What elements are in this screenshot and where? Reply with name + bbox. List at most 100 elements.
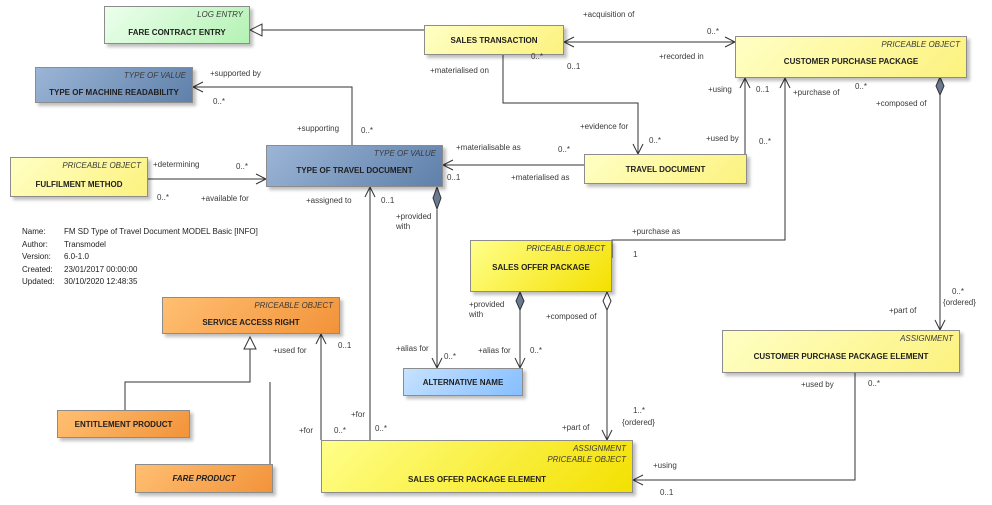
multiplicity-label: 0..* (236, 162, 249, 171)
arrowhead-cpp-up-1 (739, 76, 751, 89)
class-name: FARE CONTRACT ENTRY (128, 28, 226, 37)
role-label: +for (299, 426, 314, 435)
role-label: +composed of (546, 312, 597, 321)
role-label: +purchase of (793, 88, 840, 97)
role-label: +provided with (469, 300, 505, 319)
role-label: +recorded in (659, 52, 704, 61)
stereotype-label: TYPE OF VALUE (373, 149, 436, 158)
class-service-access-right[interactable]: PRICEABLE OBJECT SERVICE ACCESS RIGHT (162, 297, 340, 334)
class-alternative-name[interactable]: ALTERNATIVE NAME (403, 368, 523, 396)
multiplicity-label: 0..1 (338, 341, 352, 350)
generalization-arrow-sar (243, 335, 257, 350)
role-label: +for (351, 410, 366, 419)
meta-value: 23/01/2017 00:00:00 (64, 264, 138, 274)
arrowhead-sar-up (315, 332, 327, 345)
multiplicity-label: 0..* (707, 27, 720, 36)
composition-diamond-cpp (935, 75, 945, 97)
role-label: +materialised on (430, 66, 489, 75)
class-name: SERVICE ACCESS RIGHT (202, 318, 300, 327)
class-name: FARE PRODUCT (172, 474, 236, 483)
arrowhead-tmr-left (191, 81, 204, 93)
multiplicity-label: 0..* (213, 97, 226, 106)
class-sales-transaction[interactable]: SALES TRANSACTION (424, 25, 564, 55)
role-label: +part of (889, 306, 917, 315)
role-label: +using (653, 461, 677, 470)
meta-key: Updated: (22, 277, 55, 287)
role-label: +materialised as (511, 173, 570, 182)
role-label: +supported by (210, 69, 261, 78)
role-label: +used by (706, 134, 739, 143)
role-label: +purchase as (632, 227, 681, 236)
meta-author-row: Author:Transmodel (22, 239, 258, 252)
class-fulfilment-method[interactable]: PRICEABLE OBJECT FULFILMENT METHOD (10, 157, 148, 197)
multiplicity-label: 0..* (558, 145, 571, 154)
role-label: +using (708, 85, 732, 94)
class-customer-purchase-package[interactable]: PRICEABLE OBJECT CUSTOMER PURCHASE PACKA… (735, 36, 967, 78)
class-name: CUSTOMER PURCHASE PACKAGE (783, 57, 919, 66)
connector-cppe-sope (633, 373, 856, 481)
stereotype-label: ASSIGNMENT (900, 334, 953, 343)
role-label: +part of (562, 423, 590, 432)
class-name: ENTITLEMENT PRODUCT (74, 420, 173, 429)
role-label: +provided with (396, 212, 432, 231)
class-name: CUSTOMER PURCHASE PACKAGE ELEMENT (753, 352, 929, 361)
multiplicity-label: 0..1 (381, 196, 395, 205)
meta-value: 6.0-1.0 (64, 252, 89, 262)
arrowhead-ttd-up (364, 185, 376, 198)
multiplicity-label: 0..1 (447, 173, 461, 182)
multiplicity-label: 0..1 (660, 488, 674, 497)
connector-products-sar (124, 349, 271, 464)
composition-diamond-sop (515, 290, 525, 312)
meta-updated-row: Updated: 30/10/2020 12:48:35 (22, 276, 258, 289)
role-label: +supporting (297, 124, 340, 133)
arrowhead-st-left (562, 36, 575, 48)
multiplicity-label: 0..* (855, 82, 868, 91)
role-label: +used for (273, 346, 307, 355)
role-label: +alias for (478, 346, 511, 355)
arrowhead-sope-left (631, 474, 644, 486)
generalization-arrow-fce (248, 23, 263, 37)
class-type-of-travel-document[interactable]: TYPE OF VALUE TYPE OF TRAVEL DOCUMENT (266, 145, 443, 187)
meta-key: Created: (22, 264, 53, 274)
multiplicity-label: 0..* (375, 424, 388, 433)
multiplicity-label: 0..* (759, 137, 772, 146)
stereotype-label: ASSIGNMENT (573, 444, 626, 453)
multiplicity-label: 0..* (361, 126, 374, 135)
meta-value: 30/10/2020 12:48:35 (64, 277, 138, 287)
diagram-metadata: Name:FM SD Type of Travel Document MODEL… (22, 226, 258, 289)
multiplicity-label: 0..* (444, 352, 457, 361)
class-fare-product[interactable]: FARE PRODUCT (135, 464, 273, 493)
role-label: +acquisition of (583, 10, 635, 19)
stereotype-label: PRICEABLE OBJECT (526, 244, 605, 253)
arrowhead-cpp-up-2 (779, 76, 791, 89)
role-label: +used by (801, 380, 834, 389)
class-type-of-machine-readability[interactable]: TYPE OF VALUE TYPE OF MACHINE READABILIT… (35, 67, 193, 103)
class-sales-offer-package[interactable]: PRICEABLE OBJECT SALES OFFER PACKAGE (470, 240, 612, 292)
connector-sop-cpp (611, 78, 786, 258)
class-name: TYPE OF TRAVEL DOCUMENT (296, 166, 413, 175)
multiplicity-label: 0..* (649, 136, 662, 145)
class-name: TYPE OF MACHINE READABILITY (49, 88, 179, 97)
multiplicity-label: 0..* (868, 379, 881, 388)
role-label: +composed of (876, 99, 927, 108)
stereotype-label: LOG ENTRY (197, 10, 243, 19)
connector-ttd-tmr (193, 86, 353, 145)
arrowhead-ttd-from-td (441, 159, 454, 171)
meta-key: Author: (22, 239, 48, 249)
multiplicity-label: 0..* (530, 346, 543, 355)
class-entitlement-product[interactable]: ENTITLEMENT PRODUCT (57, 410, 190, 438)
stereotype-label: PRICEABLE OBJECT (881, 40, 960, 49)
stereotype-label: PRICEABLE OBJECT (62, 161, 141, 170)
class-travel-document[interactable]: TRAVEL DOCUMENT (584, 154, 747, 184)
class-name: TRAVEL DOCUMENT (625, 165, 706, 174)
meta-version-row: Version:6.0-1.0 (22, 251, 258, 264)
class-fare-contract-entry[interactable]: LOG ENTRY FARE CONTRACT ENTRY (104, 6, 250, 44)
ordering-label: {ordered} (622, 418, 655, 427)
class-sales-offer-package-element[interactable]: ASSIGNMENT PRICEABLE OBJECT SALES OFFER … (321, 440, 633, 493)
class-customer-purchase-package-element[interactable]: ASSIGNMENT CUSTOMER PURCHASE PACKAGE ELE… (722, 330, 960, 373)
class-name: FULFILMENT METHOD (35, 180, 123, 189)
stereotype-label-2: PRICEABLE OBJECT (547, 455, 626, 464)
meta-value: FM SD Type of Travel Document MODEL Basi… (64, 227, 258, 236)
role-label: +evidence for (580, 122, 629, 131)
meta-name-row: Name:FM SD Type of Travel Document MODEL… (22, 226, 258, 239)
